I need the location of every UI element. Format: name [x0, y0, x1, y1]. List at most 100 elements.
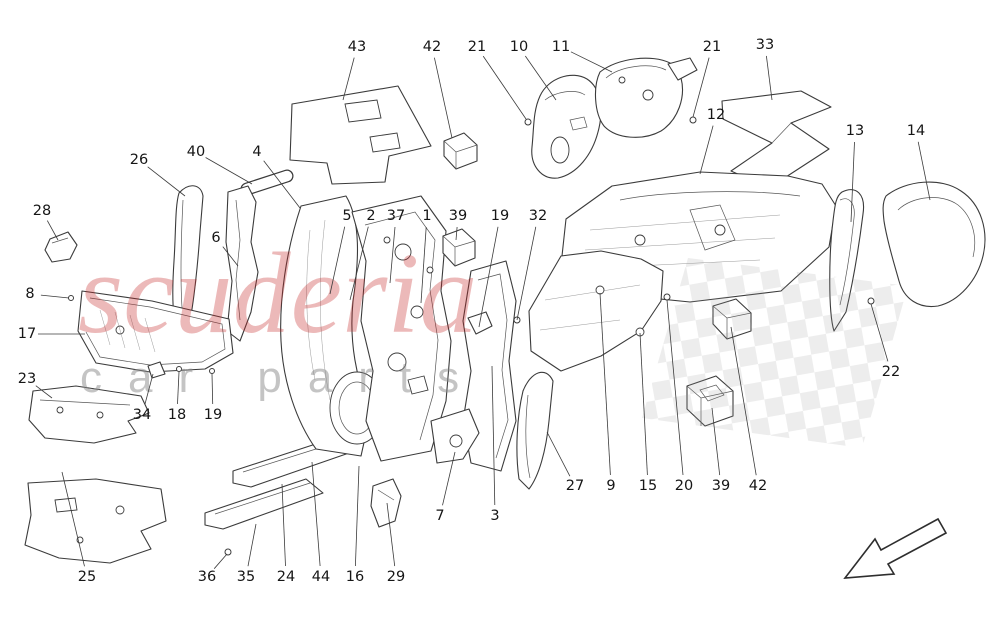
leader-line-9 [599, 292, 611, 476]
leader-line-39 [711, 407, 721, 476]
part-number-33[interactable]: 33 [756, 37, 774, 53]
part-number-8[interactable]: 8 [25, 286, 34, 302]
leader-line-35 [247, 523, 257, 567]
part-number-6[interactable]: 6 [211, 230, 220, 246]
leader-line-14 [917, 141, 931, 201]
part-number-14[interactable]: 14 [907, 123, 925, 139]
part-number-42[interactable]: 42 [749, 478, 767, 494]
part-number-10[interactable]: 10 [510, 39, 528, 55]
leader-line-20 [666, 299, 684, 476]
part-number-40[interactable]: 40 [187, 144, 205, 160]
part-number-5[interactable]: 5 [342, 208, 351, 224]
leader-line-40 [205, 157, 253, 185]
part-number-43[interactable]: 43 [348, 39, 366, 55]
part-7-bracket [430, 408, 480, 464]
part-number-23[interactable]: 23 [18, 371, 36, 387]
screw-21-right [689, 116, 697, 124]
leader-lines [35, 51, 931, 569]
part-number-39[interactable]: 39 [449, 208, 467, 224]
leader-line-12 [699, 125, 714, 175]
leader-line-34 [144, 373, 154, 405]
direction-arrow-icon [843, 517, 948, 579]
leader-line-19 [211, 373, 214, 405]
leader-line-1 [420, 226, 427, 304]
part-35-sill-strip [204, 478, 324, 530]
part-number-21[interactable]: 21 [703, 39, 721, 55]
part-number-20[interactable]: 20 [675, 478, 693, 494]
leader-line-21 [482, 55, 527, 120]
part-42-foam-block-top [443, 132, 478, 170]
leader-line-3 [491, 365, 496, 506]
leader-line-10 [524, 55, 557, 101]
leader-line-42 [730, 326, 757, 476]
part-number-3[interactable]: 3 [490, 508, 499, 524]
part-number-24[interactable]: 24 [277, 569, 295, 585]
leader-line-23 [35, 385, 53, 399]
screw-19-lower [209, 368, 215, 374]
part-number-36[interactable]: 36 [198, 569, 216, 585]
part-number-11[interactable]: 11 [552, 39, 570, 55]
leader-line-37 [389, 226, 396, 284]
part-number-25[interactable]: 25 [78, 569, 96, 585]
leader-line-24 [281, 483, 286, 567]
leader-line-44 [311, 461, 321, 567]
part-number-4[interactable]: 4 [252, 144, 261, 160]
part-number-27[interactable]: 27 [566, 478, 584, 494]
screw-20 [663, 293, 671, 301]
part-number-42[interactable]: 42 [423, 39, 441, 55]
part-23-sill-panel [28, 385, 150, 444]
part-9-15-inner-floor [528, 250, 664, 372]
part-27-sill-trim [516, 371, 554, 490]
leader-line-5 [329, 226, 346, 295]
leader-line-11 [570, 51, 613, 73]
part-43-roof-panel [289, 85, 432, 185]
part-34-tab [147, 361, 166, 379]
part-number-9[interactable]: 9 [606, 478, 615, 494]
part-number-19[interactable]: 19 [204, 407, 222, 423]
part-29-small-trim [370, 478, 402, 528]
part-39-foam-block-mid [442, 228, 476, 267]
leader-line-43 [342, 57, 355, 101]
part-number-26[interactable]: 26 [130, 152, 148, 168]
leader-line-25 [61, 471, 85, 567]
part-number-44[interactable]: 44 [312, 569, 330, 585]
part-number-19[interactable]: 19 [491, 208, 509, 224]
part-number-17[interactable]: 17 [18, 326, 36, 342]
part-1-37-firewall-panel [351, 195, 452, 462]
part-number-2[interactable]: 2 [366, 208, 375, 224]
screw-18 [176, 366, 182, 372]
part-number-22[interactable]: 22 [882, 364, 900, 380]
part-17-door-panel [77, 290, 234, 373]
part-number-1[interactable]: 1 [422, 208, 431, 224]
part-number-18[interactable]: 18 [168, 407, 186, 423]
part-number-13[interactable]: 13 [846, 123, 864, 139]
part-40-tube [240, 169, 294, 196]
part-number-28[interactable]: 28 [33, 203, 51, 219]
part-number-37[interactable]: 37 [387, 208, 405, 224]
leader-line-36 [213, 553, 228, 569]
leader-line-15 [639, 332, 648, 476]
part-number-39[interactable]: 39 [712, 478, 730, 494]
part-number-12[interactable]: 12 [707, 107, 725, 123]
watermark: scuderia car parts [78, 230, 908, 448]
leader-line-32 [516, 226, 537, 321]
leader-line-42 [434, 57, 453, 139]
part-number-29[interactable]: 29 [387, 569, 405, 585]
part-number-35[interactable]: 35 [237, 569, 255, 585]
part-number-21[interactable]: 21 [468, 39, 486, 55]
part-28-bracket [44, 231, 78, 263]
part-25-floor-mat [24, 478, 167, 564]
part-number-15[interactable]: 15 [639, 478, 657, 494]
part-number-34[interactable]: 34 [133, 407, 151, 423]
part-number-16[interactable]: 16 [346, 569, 364, 585]
leader-line-22 [870, 303, 889, 362]
part-14-wheel-arch-panel [882, 181, 986, 308]
checkered-flag-watermark [642, 258, 908, 448]
part-number-32[interactable]: 32 [529, 208, 547, 224]
leader-line-39 [455, 226, 458, 241]
leader-line-29 [386, 502, 396, 567]
part-number-7[interactable]: 7 [435, 508, 444, 524]
screw-8 [68, 295, 74, 301]
part-33-folded-sheet [721, 90, 832, 189]
